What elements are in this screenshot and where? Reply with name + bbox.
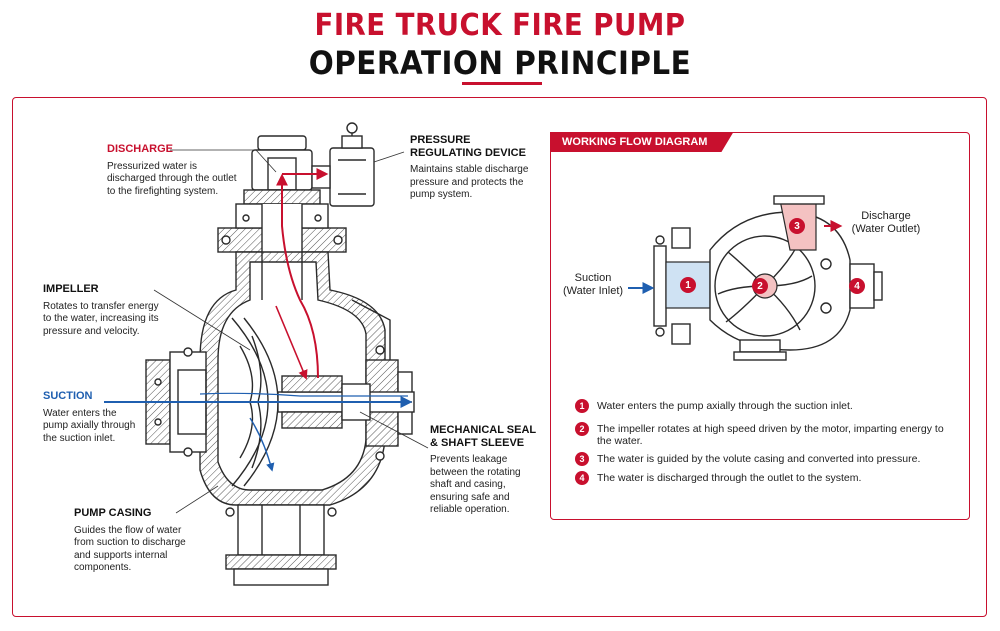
suction-heading: SUCTION	[43, 390, 93, 402]
step-3-number: 3	[575, 452, 589, 466]
suction-body: Water enters the pump axially through th…	[43, 407, 136, 444]
wf-marker-4	[849, 278, 865, 294]
mechanical-seal-body: Prevents leakage between the rotating sh…	[430, 454, 521, 515]
annotation-pump-casing: PUMP CASING Guides the flow of water fro…	[74, 507, 189, 575]
wf-inlet-flange	[653, 227, 711, 345]
wf-marker-3	[789, 218, 805, 234]
leader-pressure	[373, 151, 405, 163]
discharge-heading: DISCHARGE	[107, 143, 174, 155]
suction-flow-arrow-lower	[249, 417, 275, 472]
step-4-text: The water is discharged through the outl…	[597, 472, 862, 484]
discharge-flow-arrow-2	[275, 305, 308, 380]
discharge-body: Pressurized water is discharged through …	[107, 160, 237, 197]
title-line-1: FIRE TRUCK FIRE PUMP	[314, 8, 686, 43]
step-4-number: 4	[575, 471, 589, 485]
wf-discharge-label: Discharge (Water Outlet)	[851, 210, 921, 235]
impeller-body: Rotates to transfer energy to the water,…	[43, 300, 159, 337]
annotation-mechanical-seal: MECHANICAL SEAL & SHAFT SLEEVE Prevents …	[430, 424, 540, 517]
step-4: 4 The water is discharged through the ou…	[575, 471, 955, 485]
annotation-suction: SUCTION Water enters the pump axially th…	[43, 390, 143, 445]
leader-impeller	[153, 289, 251, 351]
wf-marker-3-label: 3	[794, 221, 800, 232]
annotation-impeller: IMPELLER Rotates to transfer energy to t…	[43, 283, 168, 338]
wf-marker-2	[752, 278, 768, 294]
working-flow-panel	[550, 132, 970, 520]
step-1-number: 1	[575, 399, 589, 413]
pressure-regulating-body: Maintains stable discharge pressure and …	[410, 164, 529, 200]
pressure-regulating-heading: PRESSURE REGULATING DEVICE	[410, 134, 526, 159]
leader-pump-casing	[175, 485, 219, 514]
annotation-discharge: DISCHARGE Pressurized water is discharge…	[107, 143, 247, 198]
step-2-number: 2	[575, 422, 589, 436]
wf-marker-2-label: 2	[757, 281, 763, 292]
mechanical-seal-heading: MECHANICAL SEAL & SHAFT SLEEVE	[430, 424, 536, 449]
wf-volute	[709, 211, 851, 351]
wf-suction-label: Suction (Water Inlet)	[562, 272, 624, 297]
outer-frame	[12, 97, 987, 617]
step-2-text: The impeller rotates at high speed drive…	[597, 423, 944, 447]
step-1-text: Water enters the pump axially through th…	[597, 400, 853, 412]
annotation-pressure-regulating: PRESSURE REGULATING DEVICE Maintains sta…	[410, 134, 545, 202]
leader-mechanical-seal	[359, 411, 429, 449]
title-underline	[462, 82, 542, 85]
step-1: 1 Water enters the pump axially through …	[575, 399, 955, 413]
step-3: 3 The water is guided by the volute casi…	[575, 452, 955, 466]
wf-marker-4-label: 4	[854, 281, 860, 292]
step-3-text: The water is guided by the volute casing…	[597, 453, 921, 465]
pump-casing-body: Guides the flow of water from suction to…	[74, 524, 186, 574]
step-2: 2 The impeller rotates at high speed dri…	[575, 422, 955, 447]
wf-marker-1	[680, 277, 696, 293]
suction-flow-arrow-upper	[199, 392, 408, 397]
wf-base	[733, 339, 787, 361]
wf-marker-1-label: 1	[685, 280, 691, 291]
pump-casing-heading: PUMP CASING	[74, 507, 152, 519]
working-flow-steps: 1 Water enters the pump axially through …	[575, 399, 955, 491]
impeller-heading: IMPELLER	[43, 283, 99, 295]
title-line-2: OPERATION PRINCIPLE	[308, 44, 692, 82]
working-flow-title: WORKING FLOW DIAGRAM	[550, 132, 733, 152]
leader-discharge	[170, 149, 277, 173]
discharge-flow-arrow	[276, 173, 319, 379]
pump-base	[225, 504, 337, 586]
